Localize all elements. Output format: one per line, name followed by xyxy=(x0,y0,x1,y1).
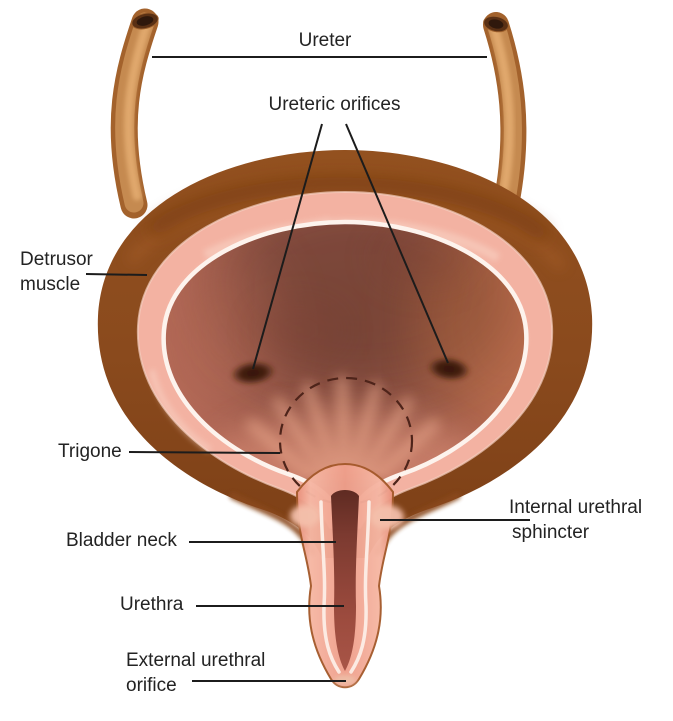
label-detrusor-muscle: Detrusor muscle xyxy=(20,247,93,297)
left-ureter-opening xyxy=(131,12,159,30)
label-internal-urethral-sphincter-line1: Internal urethral xyxy=(509,497,643,518)
label-trigone-text: Trigone xyxy=(58,441,122,462)
right-ureter-opening xyxy=(483,15,509,33)
label-internal-urethral-sphincter-line2: sphincter xyxy=(512,522,590,543)
leader-lines xyxy=(85,56,530,682)
internal-sphincter-tissue-right xyxy=(370,505,404,529)
label-urethra-text: Urethra xyxy=(120,594,184,615)
label-detrusor-muscle-line1: Detrusor xyxy=(20,249,93,270)
label-ureteric-orifices-text: Ureteric orifices xyxy=(268,94,401,115)
label-external-urethral-orifice: External urethral orifice xyxy=(126,648,265,698)
leader-orifice-left xyxy=(252,123,323,370)
label-bladder-neck: Bladder neck xyxy=(66,528,177,553)
left-ureter-tube xyxy=(110,8,159,219)
label-external-urethral-orifice-line2: orifice xyxy=(126,675,177,696)
urethra-lumen xyxy=(331,490,359,671)
label-trigone: Trigone xyxy=(58,439,122,464)
label-internal-urethral-sphincter: Internal urethral sphincter xyxy=(509,495,642,545)
urethra-tube xyxy=(290,462,404,689)
leader-trigone xyxy=(128,451,281,454)
label-external-urethral-orifice-line1: External urethral xyxy=(126,650,266,671)
label-ureter: Ureter xyxy=(270,28,380,53)
leader-orifice-right xyxy=(345,123,449,364)
label-bladder-neck-text: Bladder neck xyxy=(66,530,177,551)
left-ureteric-orifice xyxy=(230,360,276,386)
label-urethra: Urethra xyxy=(120,592,183,617)
label-ureteric-orifices: Ureteric orifices xyxy=(252,92,417,117)
leader-detrusor-muscle xyxy=(85,273,148,276)
internal-sphincter-tissue-left xyxy=(290,505,320,527)
label-detrusor-muscle-line2: muscle xyxy=(20,274,81,295)
right-ureteric-orifice xyxy=(427,356,471,382)
right-ureter-tube xyxy=(483,12,527,218)
label-ureter-text: Ureter xyxy=(298,30,352,51)
